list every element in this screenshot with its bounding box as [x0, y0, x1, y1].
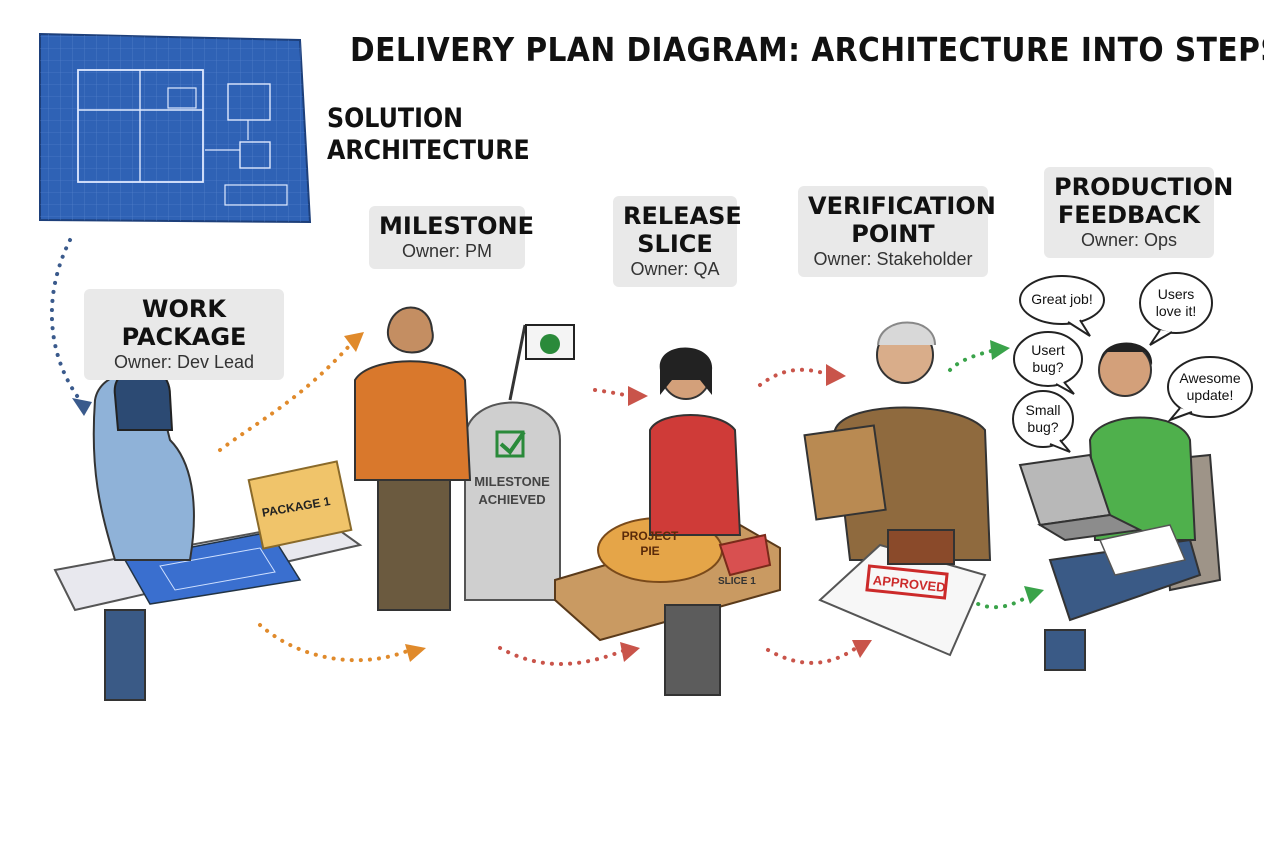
- step-heading: MILESTONE: [379, 212, 535, 240]
- step-owner: Owner: Stakeholder: [813, 249, 973, 269]
- work-package-scene: [53, 365, 363, 701]
- step-heading-line2: POINT: [851, 220, 935, 248]
- verification-scene: [803, 321, 992, 657]
- step-heading-line2: FEEDBACK: [1057, 201, 1201, 229]
- release-slice-scene: [554, 347, 781, 696]
- slice-label: SLICE 1: [718, 576, 756, 587]
- solution-architecture-line1: SOLUTION: [327, 103, 464, 134]
- step-heading-line1: VERIFICATION: [808, 192, 996, 220]
- step-owner: Owner: PM: [401, 241, 493, 261]
- solution-architecture-label: SOLUTION ARCHITECTURE: [327, 103, 530, 167]
- solution-architecture-line2: ARCHITECTURE: [327, 135, 530, 166]
- step-heading-line2: SLICE: [637, 230, 713, 258]
- speech-bubbles: [1012, 272, 1253, 453]
- feedback-bubble-great-job: Great job!: [1031, 291, 1093, 307]
- feedback-bubble-awesome: Awesome update!: [1179, 370, 1241, 403]
- step-heading-line1: RELEASE: [623, 202, 742, 230]
- flow-arrows: [49, 238, 1032, 666]
- feedback-bubble-usert-bug: Usert bug?: [1031, 342, 1065, 375]
- milestone-stone-line2: ACHIEVED: [478, 492, 545, 507]
- step-owner: Owner: Ops: [1080, 230, 1178, 250]
- pie-label-line1: PROJECT: [622, 529, 679, 543]
- feedback-bubble-users-love: Users love it!: [1155, 286, 1197, 319]
- page-title: DELIVERY PLAN DIAGRAM: ARCHITECTURE INTO…: [350, 30, 1264, 69]
- step-heading: WORK PACKAGE: [121, 295, 247, 351]
- arrowheads: [72, 332, 1044, 662]
- feedback-bubble-small-bug: Small bug?: [1025, 402, 1061, 435]
- blueprint-icon: [39, 32, 312, 224]
- milestone-stone-line1: MILESTONE: [474, 474, 550, 489]
- work-package-label: WORK PACKAGE Owner: Dev Lead: [84, 289, 284, 380]
- verification-point-label: VERIFICATION POINT Owner: Stakeholder: [798, 186, 996, 277]
- pie-label-line2: PIE: [640, 544, 659, 558]
- step-owner: Owner: Dev Lead: [113, 352, 255, 372]
- step-heading-line1: PRODUCTION: [1054, 173, 1234, 201]
- milestone-scene: [354, 306, 575, 611]
- step-owner: Owner: QA: [630, 259, 720, 279]
- feedback-scene: [1018, 342, 1222, 671]
- milestone-label: MILESTONE Owner: PM: [369, 206, 535, 269]
- production-feedback-label: PRODUCTION FEEDBACK Owner: Ops: [1044, 167, 1234, 258]
- release-slice-label: RELEASE SLICE Owner: QA: [613, 196, 742, 287]
